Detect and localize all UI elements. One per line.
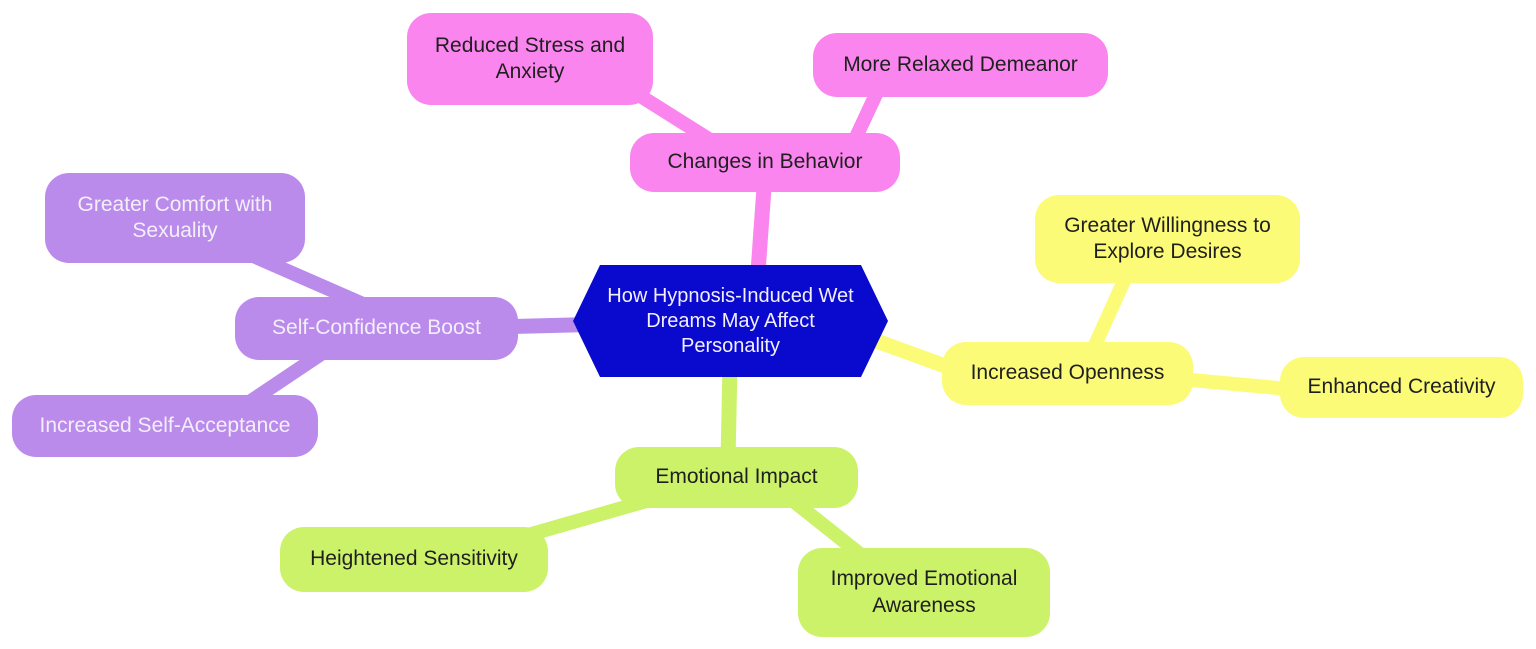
root-label: How Hypnosis-Induced Wet Dreams May Affe… [607,284,854,357]
node-self-confidence-boost: Self-Confidence Boost [235,297,518,360]
leaf-label: Greater Willingness to Explore Desires [1064,213,1271,263]
node-enhanced-creativity: Enhanced Creativity [1280,357,1523,418]
node-heightened-sensitivity: Heightened Sensitivity [280,527,548,592]
leaf-label: Increased Self-Acceptance [39,413,291,437]
leaf-label: Greater Comfort with Sexuality [77,192,273,242]
leaf-label: Heightened Sensitivity [310,547,518,571]
branch-label: Changes in Behavior [667,150,863,174]
node-greater-willingness-explore: Greater Willingness to Explore Desires [1035,195,1300,283]
node-reduced-stress-anxiety: Reduced Stress and Anxiety [407,13,653,105]
node-more-relaxed-demeanor: More Relaxed Demeanor [813,33,1108,97]
node-increased-self-acceptance: Increased Self-Acceptance [12,395,318,457]
node-increased-openness: Increased Openness [942,342,1193,405]
branch-label: Increased Openness [970,361,1165,385]
node-improved-emotional-awareness: Improved Emotional Awareness [798,548,1050,637]
node-root: How Hypnosis-Induced Wet Dreams May Affe… [573,265,888,377]
leaf-label: Reduced Stress and Anxiety [434,33,626,83]
leaf-label: Enhanced Creativity [1307,375,1496,399]
node-emotional-impact: Emotional Impact [615,447,858,508]
branch-label: Emotional Impact [655,465,818,489]
node-changes-in-behavior: Changes in Behavior [630,133,900,192]
edge-root-emotional [720,364,738,461]
branch-label: Self-Confidence Boost [272,316,481,340]
leaf-label: More Relaxed Demeanor [843,52,1078,76]
node-greater-comfort-sexuality: Greater Comfort with Sexuality [45,173,305,263]
leaf-label: Improved Emotional Awareness [830,567,1018,617]
